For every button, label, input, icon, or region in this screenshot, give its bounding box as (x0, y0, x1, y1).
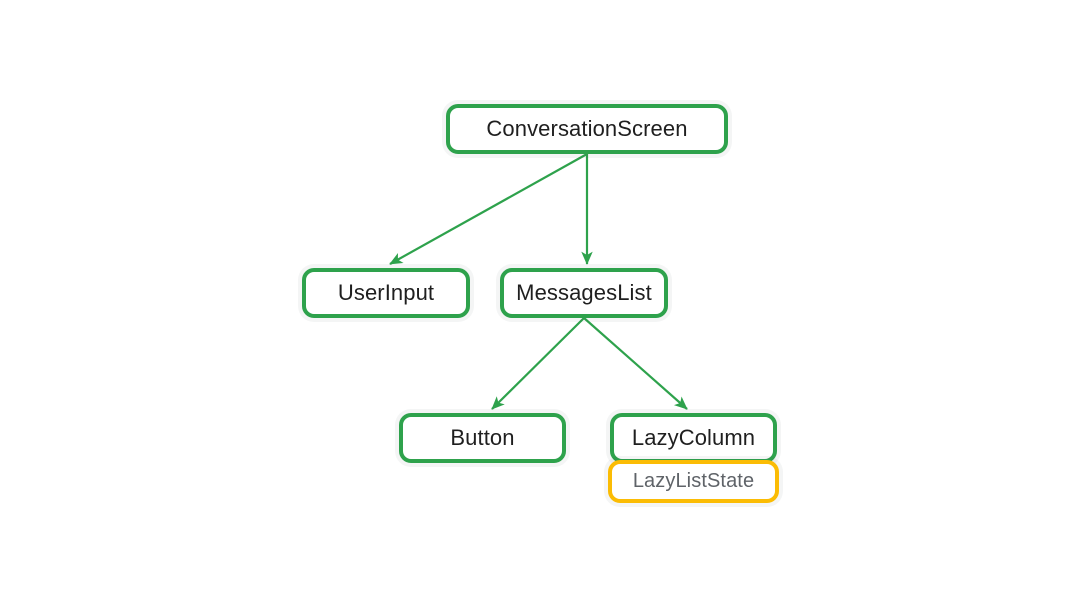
node-label: Button (450, 425, 515, 450)
node-label: MessagesList (516, 280, 652, 305)
node-lazy-column[interactable]: LazyColumn (610, 413, 777, 463)
node-label: ConversationScreen (486, 116, 688, 141)
edge-messages-to-lazycolumn (583, 317, 688, 410)
node-user-input[interactable]: UserInput (302, 268, 470, 318)
node-lazy-list-state[interactable]: LazyListState (608, 460, 779, 503)
node-label: UserInput (337, 280, 435, 305)
edge-conversation-to-userinput (389, 153, 588, 265)
node-button[interactable]: Button (399, 413, 566, 463)
node-messages-list[interactable]: MessagesList (500, 268, 668, 318)
node-label: LazyListState (632, 470, 755, 492)
node-label: LazyColumn (631, 425, 756, 450)
edge-messages-to-button (491, 317, 585, 410)
node-conversation-screen[interactable]: ConversationScreen (446, 104, 728, 154)
